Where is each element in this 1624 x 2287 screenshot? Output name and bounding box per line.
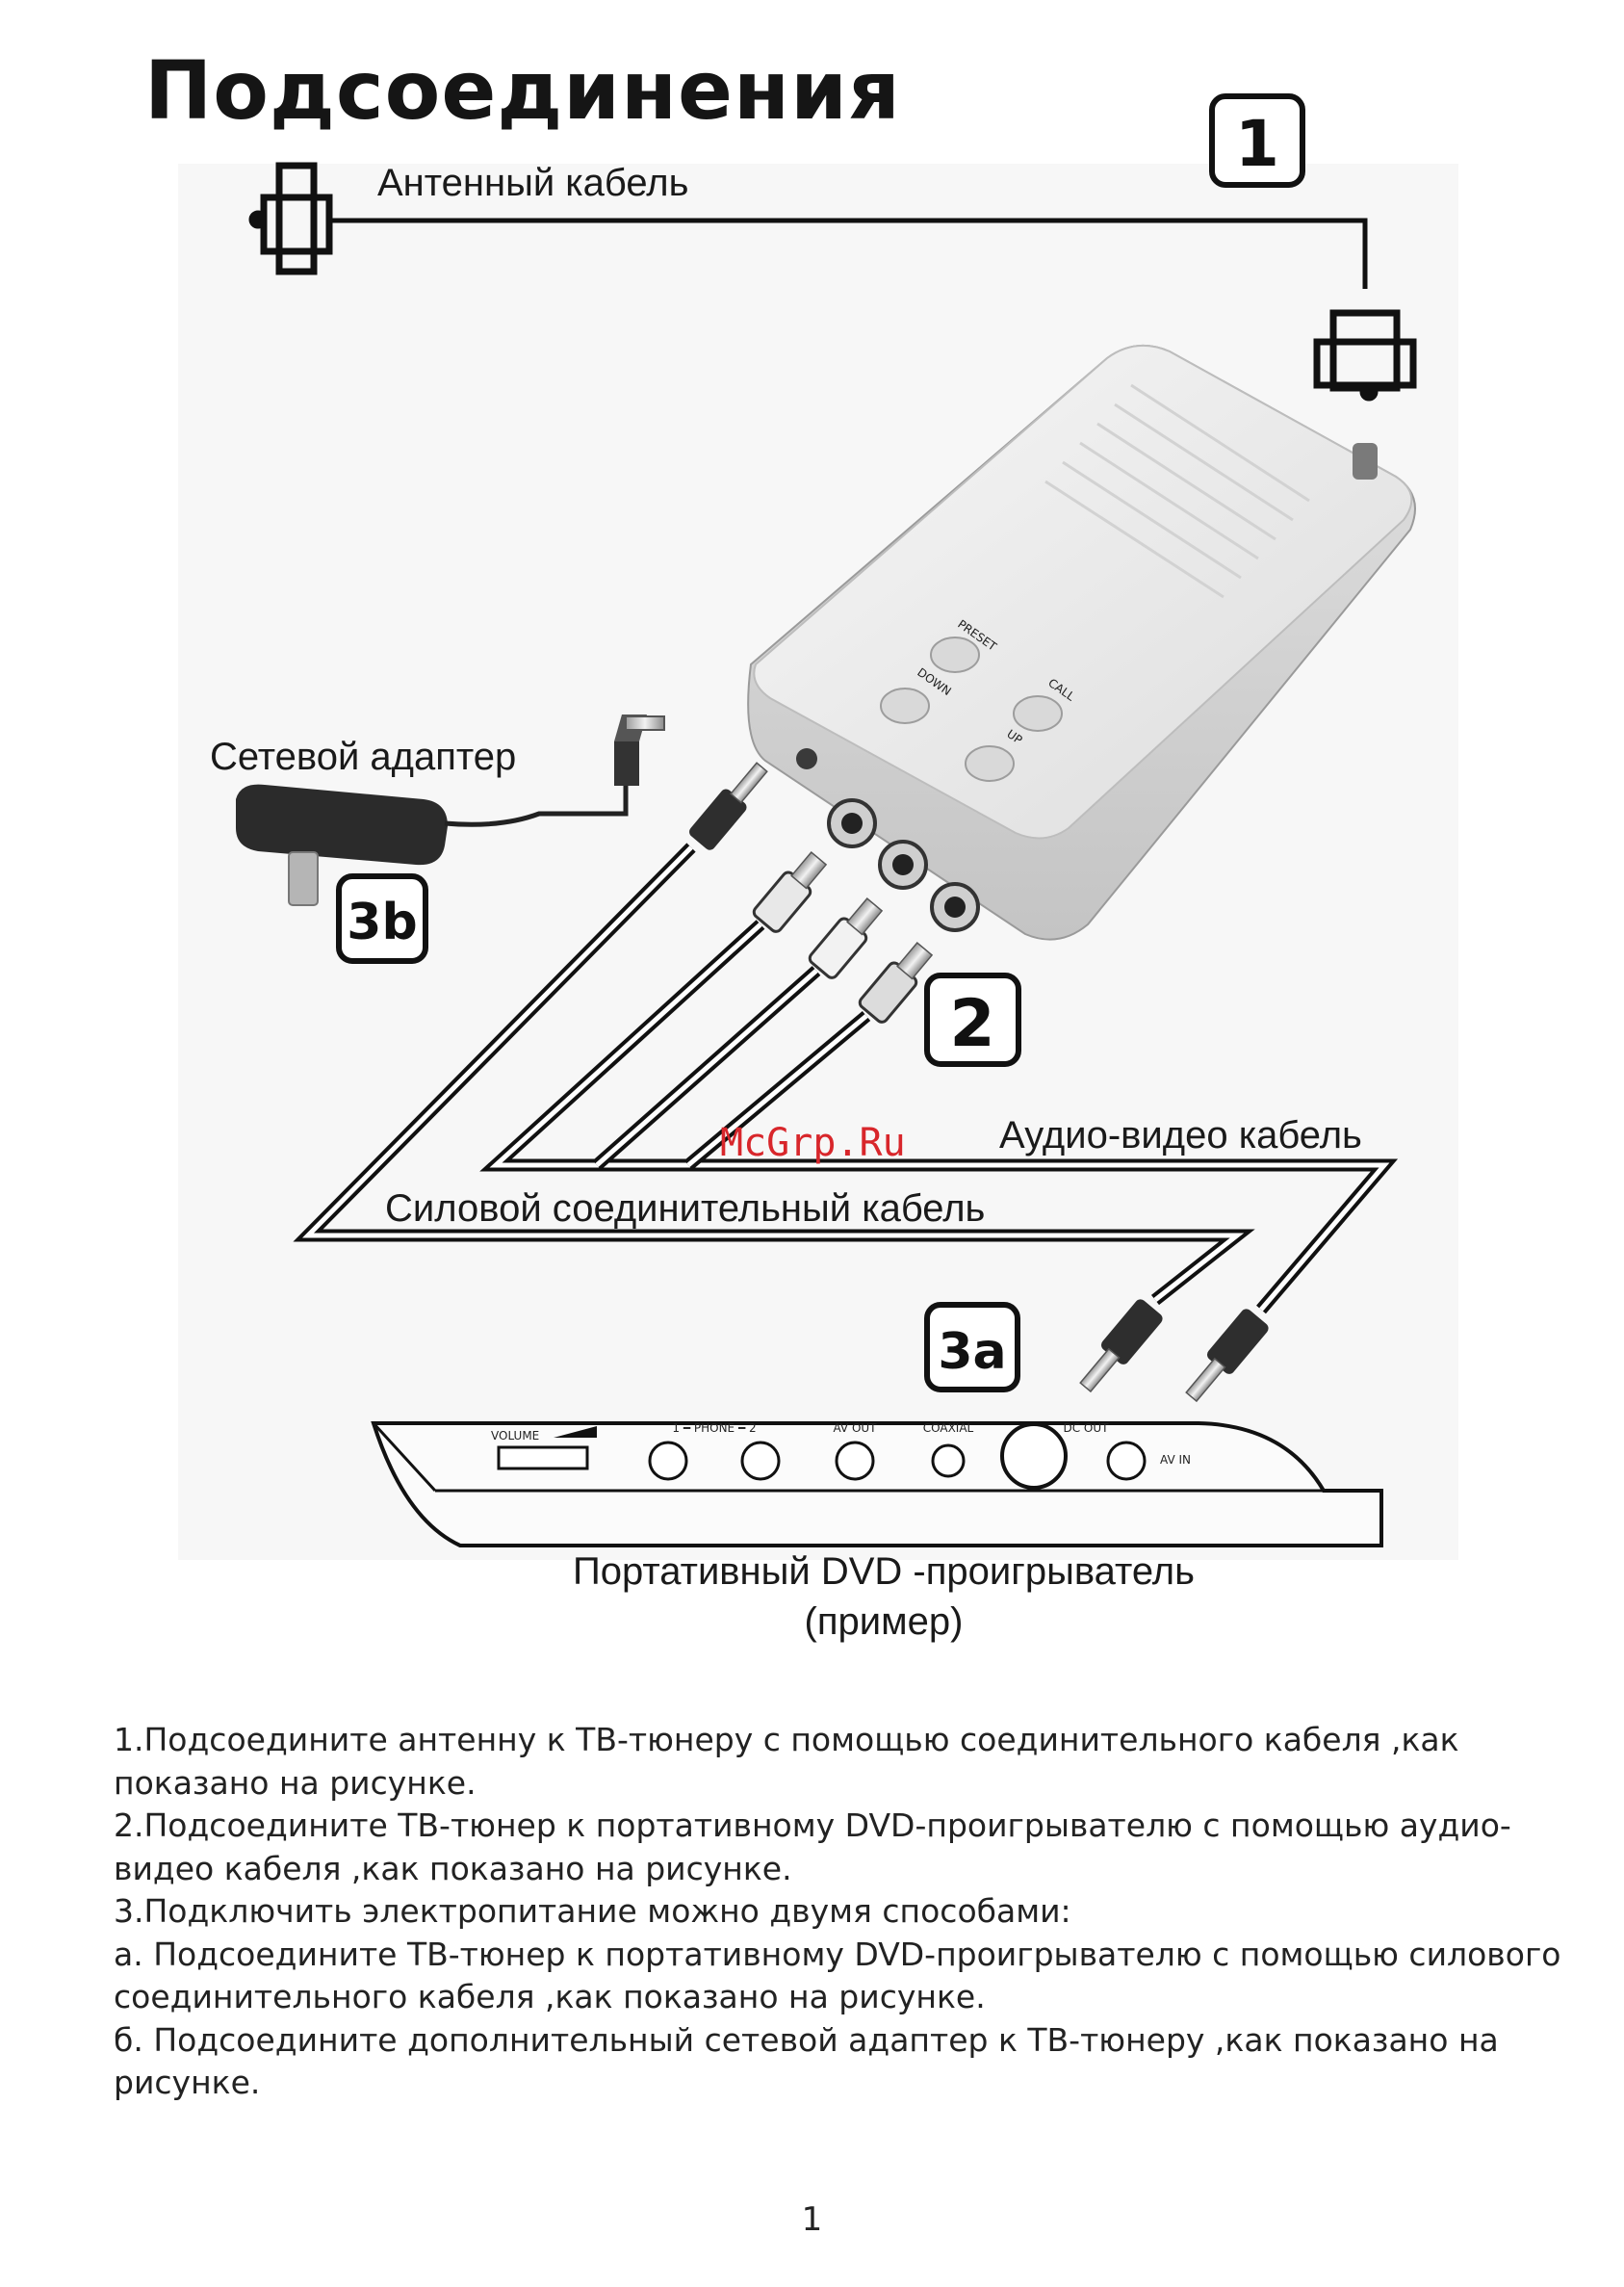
dc-out-label: DC OUT <box>1064 1421 1110 1435</box>
coaxial-label: COAXIAL <box>923 1421 974 1435</box>
wall-antenna-socket-icon <box>248 162 333 275</box>
page-title: Подсоединения <box>144 43 901 138</box>
rca-jack-icon <box>878 840 928 890</box>
svg-text:3b: 3b <box>347 894 417 951</box>
av-in-label: AV IN <box>1160 1453 1191 1467</box>
svg-text:3a: 3a <box>938 1323 1006 1381</box>
av-cable-label: Аудио-видео кабель <box>999 1114 1362 1156</box>
volume-slot[interactable] <box>497 1445 589 1470</box>
tuner-antenna-connector-icon <box>1313 309 1417 402</box>
rca-plug-icon <box>858 941 934 1024</box>
svg-text:2: 2 <box>949 986 994 1062</box>
dc-jack-icon <box>796 748 817 769</box>
svg-text:1: 1 <box>1235 107 1279 181</box>
example-label: (пример) <box>805 1600 964 1643</box>
step-3a-badge: 3a <box>924 1302 1020 1392</box>
phone-2-port[interactable] <box>740 1441 781 1481</box>
dc-plug-icon <box>1079 1299 1163 1393</box>
antenna-cable-label: Антенный кабель <box>377 162 688 204</box>
phone-1-port[interactable] <box>648 1441 688 1481</box>
instructions: 1.Подсоедините антенну к ТВ-тюнеру с пом… <box>114 1719 1577 2105</box>
instruction-3: 3.Подключить электропитание можно двумя … <box>114 1892 1071 1930</box>
rca-jack-icon <box>827 798 877 848</box>
phone-label: 1 ━ PHONE ━ 2 <box>672 1421 756 1435</box>
instruction-2: 2.Подсоедините ТВ-тюнер к портативному D… <box>114 1806 1511 1887</box>
page-number: 1 <box>801 2200 823 2239</box>
rca-plug-icon <box>808 897 884 979</box>
antenna-cable <box>329 218 1368 289</box>
av-in-port[interactable] <box>1106 1441 1147 1481</box>
rca-jack-icon <box>930 882 980 932</box>
watermark: McGrp.Ru <box>720 1121 906 1165</box>
instruction-3a: а. Подсоедините ТВ-тюнер к портативному … <box>114 1935 1561 2016</box>
power-adapter-icon <box>236 715 665 906</box>
step-2-badge: 2 <box>924 973 1021 1067</box>
dvd-player-panel: VOLUME 1 ━ PHONE ━ 2 AV OUT COAXIAL DC O… <box>371 1421 1383 1547</box>
av-plug-icon <box>1185 1309 1269 1403</box>
connection-diagram: Антенный кабель 1 <box>210 93 1417 1643</box>
av-out-port[interactable] <box>835 1441 875 1481</box>
dc-plug-icon <box>689 762 768 850</box>
step-1-badge: 1 <box>1209 93 1305 188</box>
rca-plug-icon <box>752 850 828 933</box>
instruction-3b: б. Подсоедините дополнительный сетевой а… <box>114 2020 1499 2102</box>
instruction-1: 1.Подсоедините антенну к ТВ-тюнеру с пом… <box>114 1721 1459 1802</box>
power-cable-label: Силовой соединительный кабель <box>385 1187 985 1230</box>
coaxial-port[interactable] <box>931 1443 966 1478</box>
dc-out-port[interactable] <box>1000 1422 1068 1490</box>
step-3b-badge: 3b <box>336 873 428 964</box>
volume-label: VOLUME <box>491 1429 539 1442</box>
av-out-label: AV OUT <box>833 1421 877 1435</box>
dvd-player-label: Портативный DVD -проигрыватель <box>573 1550 1195 1593</box>
power-adapter-label: Сетевой адаптер <box>210 736 516 778</box>
